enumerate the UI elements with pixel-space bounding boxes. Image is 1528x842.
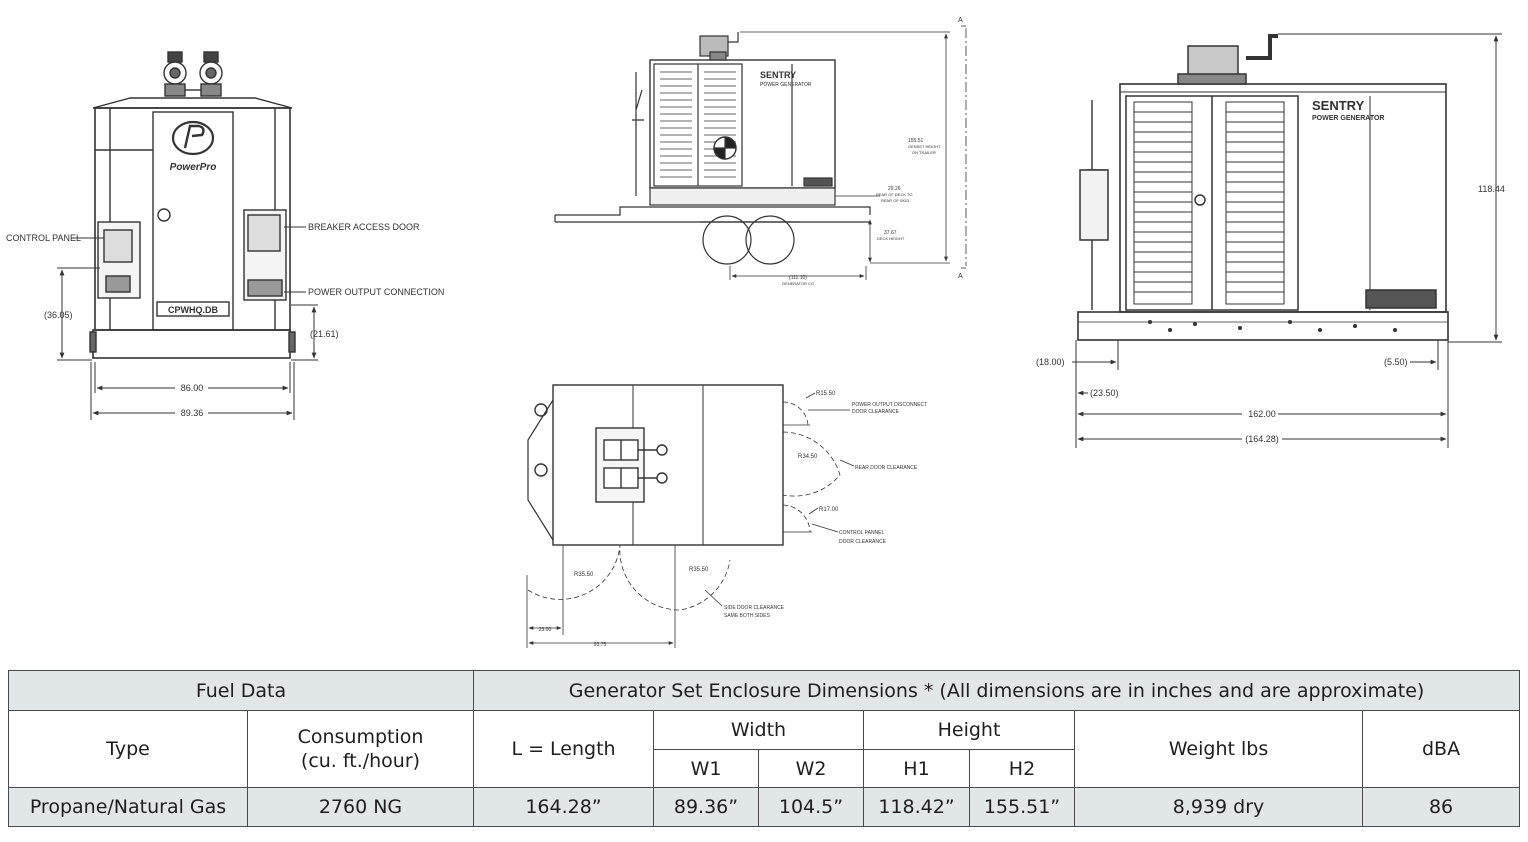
powerpro-logo: PowerPro: [170, 120, 217, 173]
section-marker-bottom: A: [958, 273, 963, 280]
callout-breaker-access-door: BREAKER ACCESS DOOR: [308, 222, 420, 232]
specifications-table: Fuel Data Generator Set Enclosure Dimens…: [8, 670, 1521, 827]
side-view-drawing: SENTRY POWER GENERATOR: [1077, 34, 1449, 341]
col-type: Type: [8, 710, 248, 788]
cell-consumption: 2760 NG: [247, 787, 474, 827]
logo-text: PowerPro: [170, 162, 217, 173]
dim-genset-height-label-1: GENSET HEIGHT: [908, 144, 941, 149]
table-subheader-row: Type Consumption (cu. ft./hour) L = Leng…: [8, 710, 1521, 788]
dim-left-overhang: (18.00): [1036, 357, 1065, 367]
col-consumption-line1: Consumption: [297, 726, 424, 748]
dim-rear-deck: 29.26: [888, 186, 901, 192]
dim-deck-height-label: DECK HEIGHT: [877, 236, 905, 241]
trailer-brand-sub: POWER GENERATOR: [760, 82, 812, 88]
dim-length-inner: 162.00: [1248, 409, 1276, 419]
col-h1: H1: [863, 749, 970, 788]
radius-r3: R17.00: [819, 507, 839, 513]
col-consumption: Consumption (cu. ft./hour): [247, 710, 474, 788]
label-side-door-2: SAME BOTH SIDES: [724, 613, 771, 619]
cell-dba: 86: [1361, 787, 1521, 827]
radius-r5: R35.50: [689, 567, 709, 573]
dim-genset-height: 155.51: [908, 138, 924, 144]
table-header-row: Fuel Data Generator Set Enclosure Dimens…: [8, 670, 1521, 711]
callout-control-panel: CONTROL PANEL: [6, 233, 81, 243]
dim-top-d1: 23.00: [539, 627, 552, 633]
side-view-annotations: 118.44 (18.00) (5.50) (23.50) 162.00 (16…: [1036, 33, 1505, 448]
fuel-data-header: Fuel Data: [8, 670, 474, 711]
dim-rear-deck-label-2: REAR OF SKID: [881, 198, 909, 203]
cell-h2: 155.51”: [969, 787, 1075, 827]
callout-power-output-connection: POWER OUTPUT CONNECTION: [308, 287, 444, 297]
side-brand: SENTRY: [1312, 98, 1365, 113]
cell-w2: 104.5”: [758, 787, 864, 827]
table-row: Propane/Natural Gas 2760 NG 164.28” 89.3…: [8, 787, 1521, 827]
dim-width-inner: 86.00: [181, 383, 204, 393]
radius-r1: R15.50: [816, 391, 836, 397]
label-control-panel-1: CONTROL PANNEL: [839, 530, 885, 536]
panel-label: CPWHQ.DB: [168, 305, 218, 315]
col-width: Width: [653, 710, 864, 750]
trailer-brand: SENTRY: [760, 70, 796, 80]
table-subheader-row-2: W1 W2 H1 H2: [9, 749, 1520, 788]
col-w1: W1: [653, 749, 759, 788]
cell-h1: 118.42”: [863, 787, 970, 827]
label-power-output-1: POWER OUTPUT DISCONNECT: [852, 402, 927, 408]
col-length: L = Length: [473, 710, 654, 788]
enclosure-dimensions-header: Generator Set Enclosure Dimensions * (Al…: [472, 670, 1521, 711]
trailer-side-view-drawing: SENTRY POWER GENERATOR: [554, 32, 871, 265]
dim-width-outer: 89.36: [181, 408, 204, 418]
dim-right-overhang: (5.50): [1384, 357, 1408, 367]
label-power-output-2: DOOR CLEARANCE: [852, 409, 900, 415]
dim-generator-cg: (111.10): [789, 275, 807, 281]
col-w2: W2: [758, 749, 864, 788]
label-rear-door: REAR DOOR CLEARANCE: [855, 465, 918, 471]
cell-length: 164.28”: [473, 787, 654, 827]
label-control-panel-2: DOOR CLEARANCE: [839, 539, 887, 545]
col-height: Height: [863, 710, 1075, 750]
cell-w1: 89.36”: [653, 787, 759, 827]
col-consumption-line2: (cu. ft./hour): [300, 750, 421, 772]
dim-deck-height: 37.67: [884, 230, 897, 236]
dim-skid-offset: (23.50): [1090, 388, 1119, 398]
dim-side-height: 118.44: [1478, 184, 1505, 194]
technical-drawings: PowerPro CPWHQ.DB CONTROL PANEL BREAKER …: [6, 17, 1505, 648]
dim-top-d2: 93.75: [594, 642, 607, 648]
col-h2: H2: [969, 749, 1075, 788]
front-view-annotations: CONTROL PANEL BREAKER ACCESS DOOR POWER …: [6, 222, 444, 420]
front-view-drawing: PowerPro CPWHQ.DB: [89, 51, 296, 359]
section-marker-top: A: [958, 17, 963, 24]
side-brand-sub: POWER GENERATOR: [1312, 115, 1384, 122]
dim-genset-height-label-2: ON TRAILER: [912, 150, 936, 155]
cell-type: Propane/Natural Gas: [8, 787, 248, 827]
dim-length-outer: (164.28): [1245, 434, 1279, 444]
top-exhaust-stacks: [603, 439, 668, 489]
dim-rear-deck-label-1: REAR OF DECK TO: [876, 192, 913, 197]
dim-height-left: (36.05): [44, 310, 73, 320]
radius-r4: R35.50: [574, 572, 594, 578]
col-weight: Weight lbs: [1074, 710, 1363, 788]
col-dba: dBA: [1361, 710, 1521, 788]
side-louver-vents: [1133, 101, 1285, 305]
exhaust-stacks: [163, 51, 223, 97]
dim-generator-cg-label: GENERATOR CG: [782, 281, 814, 286]
label-side-door-1: SIDE DOOR CLEARANCE: [724, 605, 785, 611]
top-view-annotations: R15.50 POWER OUTPUT DISCONNECT DOOR CLEA…: [526, 391, 927, 648]
radius-r2: R34.50: [798, 454, 818, 460]
top-view-drawing: [527, 384, 784, 546]
trailer-annotations: A A 155.51 GENSET HEIGHT ON TRAILER 29.2…: [729, 17, 967, 286]
cell-weight: 8,939 dry: [1074, 787, 1363, 827]
dim-height-right: (21.61): [310, 329, 339, 339]
